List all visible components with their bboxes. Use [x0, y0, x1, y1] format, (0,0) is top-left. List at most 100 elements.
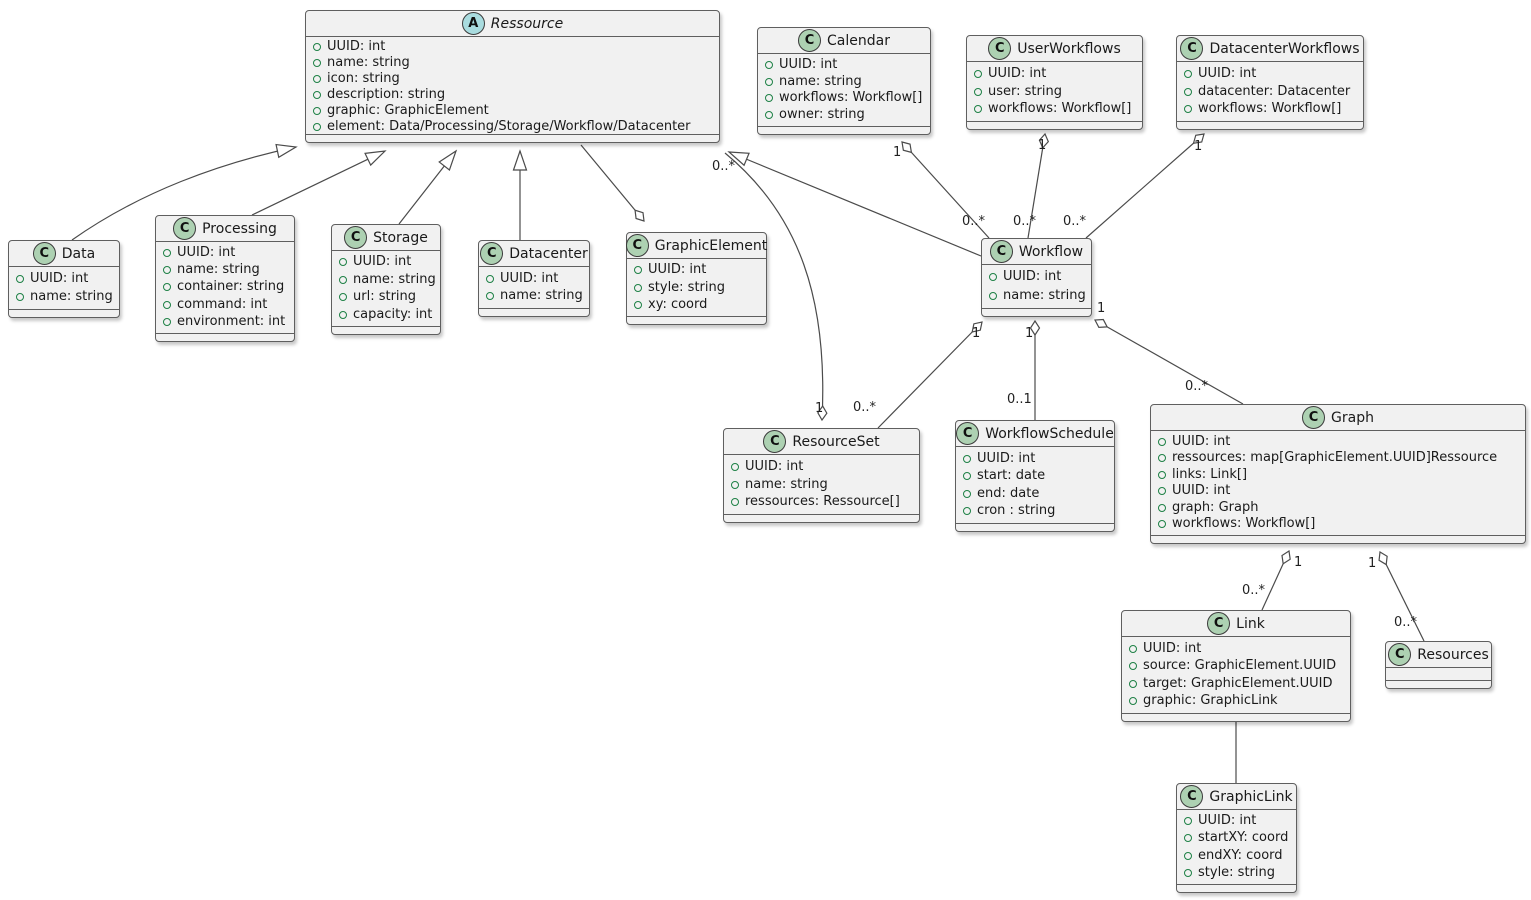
class-title: C Processing	[156, 216, 294, 241]
attribute-text: graph: Graph	[1172, 499, 1259, 515]
class-name: Link	[1236, 615, 1265, 632]
field-bullet-icon	[765, 94, 773, 103]
attribute-text: UUID: int	[1172, 483, 1231, 499]
field-bullet-icon	[963, 454, 971, 463]
attribute-text: name: string	[1003, 287, 1086, 303]
attribute-row: xy: coord	[627, 297, 766, 313]
class-icon: C	[989, 240, 1013, 263]
field-bullet-icon	[163, 266, 171, 275]
methods-compartment	[9, 309, 119, 317]
field-bullet-icon	[339, 258, 347, 267]
attribute-text: UUID: int	[177, 245, 236, 261]
field-bullet-icon	[1129, 697, 1137, 706]
class-name: Workflow	[1018, 243, 1084, 260]
attribute-row: command: int	[156, 297, 294, 313]
multiplicity-label: 1	[1194, 139, 1203, 154]
abstract-class-icon: A	[461, 12, 485, 35]
field-bullet-icon	[1184, 834, 1192, 843]
attribute-text: UUID: int	[745, 458, 804, 474]
field-bullet-icon	[634, 300, 642, 309]
multiplicity-label: 0..*	[1063, 214, 1087, 229]
field-bullet-icon	[16, 293, 24, 301]
field-bullet-icon	[313, 59, 321, 67]
attribute-text: graphic: GraphicElement	[327, 103, 489, 118]
attribute-text: name: string	[177, 262, 260, 278]
attribute-text: cron : string	[977, 503, 1056, 519]
attribute-row: name: string	[982, 288, 1091, 304]
attribute-text: graphic: GraphicLink	[1143, 693, 1278, 709]
attribute-text: icon: string	[327, 71, 400, 86]
class-title: C WorkflowSchedule	[956, 421, 1114, 446]
class-name: Calendar	[827, 32, 890, 49]
attribute-row: endXY: coord	[1177, 848, 1296, 864]
attribute-row: UUID: int	[627, 262, 766, 278]
field-bullet-icon	[486, 274, 494, 283]
attribute-text: name: string	[30, 289, 113, 304]
field-bullet-icon	[1184, 817, 1192, 826]
field-bullet-icon	[313, 75, 321, 83]
multiplicity-label: 1	[1294, 555, 1303, 570]
methods-compartment	[724, 514, 919, 522]
multiplicity-label: 0..*	[712, 159, 736, 174]
attribute-row: links: Link[]	[1151, 467, 1525, 483]
field-bullet-icon	[731, 462, 739, 471]
field-bullet-icon	[1158, 470, 1166, 479]
attribute-row: style: string	[627, 280, 766, 296]
attribute-row: ressources: Ressource[]	[724, 494, 919, 510]
field-bullet-icon	[765, 111, 773, 120]
attribute-row: workflows: Workflow[]	[758, 90, 930, 106]
class-name: DatacenterWorkflows	[1209, 40, 1360, 57]
attribute-list	[1386, 667, 1491, 680]
methods-compartment	[1122, 713, 1350, 721]
field-bullet-icon	[339, 275, 347, 284]
field-bullet-icon	[634, 283, 642, 292]
attribute-text: UUID: int	[1198, 65, 1257, 81]
class-icon: C	[173, 217, 197, 240]
attribute-text: startXY: coord	[1198, 830, 1289, 846]
field-bullet-icon	[963, 507, 971, 516]
edge-workflow-resourceset	[877, 321, 983, 429]
attribute-text: UUID: int	[988, 65, 1047, 81]
multiplicity-label: 0..*	[962, 214, 986, 229]
attribute-row: end: date	[956, 486, 1114, 502]
attribute-row: graph: Graph	[1151, 500, 1525, 516]
attribute-text: workflows: Workflow[]	[1172, 516, 1316, 532]
edge-ressource-graphicelement	[580, 144, 645, 222]
field-bullet-icon	[1129, 644, 1137, 653]
attribute-text: element: Data/Processing/Storage/Workflo…	[327, 119, 691, 134]
class-icon: C	[32, 242, 56, 265]
class-title: C Calendar	[758, 28, 930, 53]
multiplicity-label: 0..*	[1185, 379, 1209, 394]
class-icon: C	[1180, 37, 1204, 60]
field-bullet-icon	[339, 293, 347, 302]
class-name: WorkflowSchedule	[985, 425, 1114, 442]
attribute-row: UUID: int	[967, 66, 1142, 82]
field-bullet-icon	[765, 60, 773, 69]
class-name: GraphicLink	[1209, 788, 1293, 805]
attribute-text: endXY: coord	[1198, 847, 1283, 863]
attribute-text: style: string	[648, 279, 726, 295]
class-icon: C	[1180, 785, 1204, 808]
attribute-row: UUID: int	[1177, 66, 1363, 82]
attribute-text: name: string	[779, 73, 862, 89]
class-name: Graph	[1331, 409, 1374, 426]
attribute-text: command: int	[177, 296, 268, 312]
multiplicity-label: 1	[1368, 556, 1377, 571]
attribute-text: name: string	[500, 288, 583, 304]
attribute-row: style: string	[1177, 865, 1296, 881]
edge-graph-link	[1261, 549, 1291, 611]
attribute-text: style: string	[1198, 864, 1276, 880]
